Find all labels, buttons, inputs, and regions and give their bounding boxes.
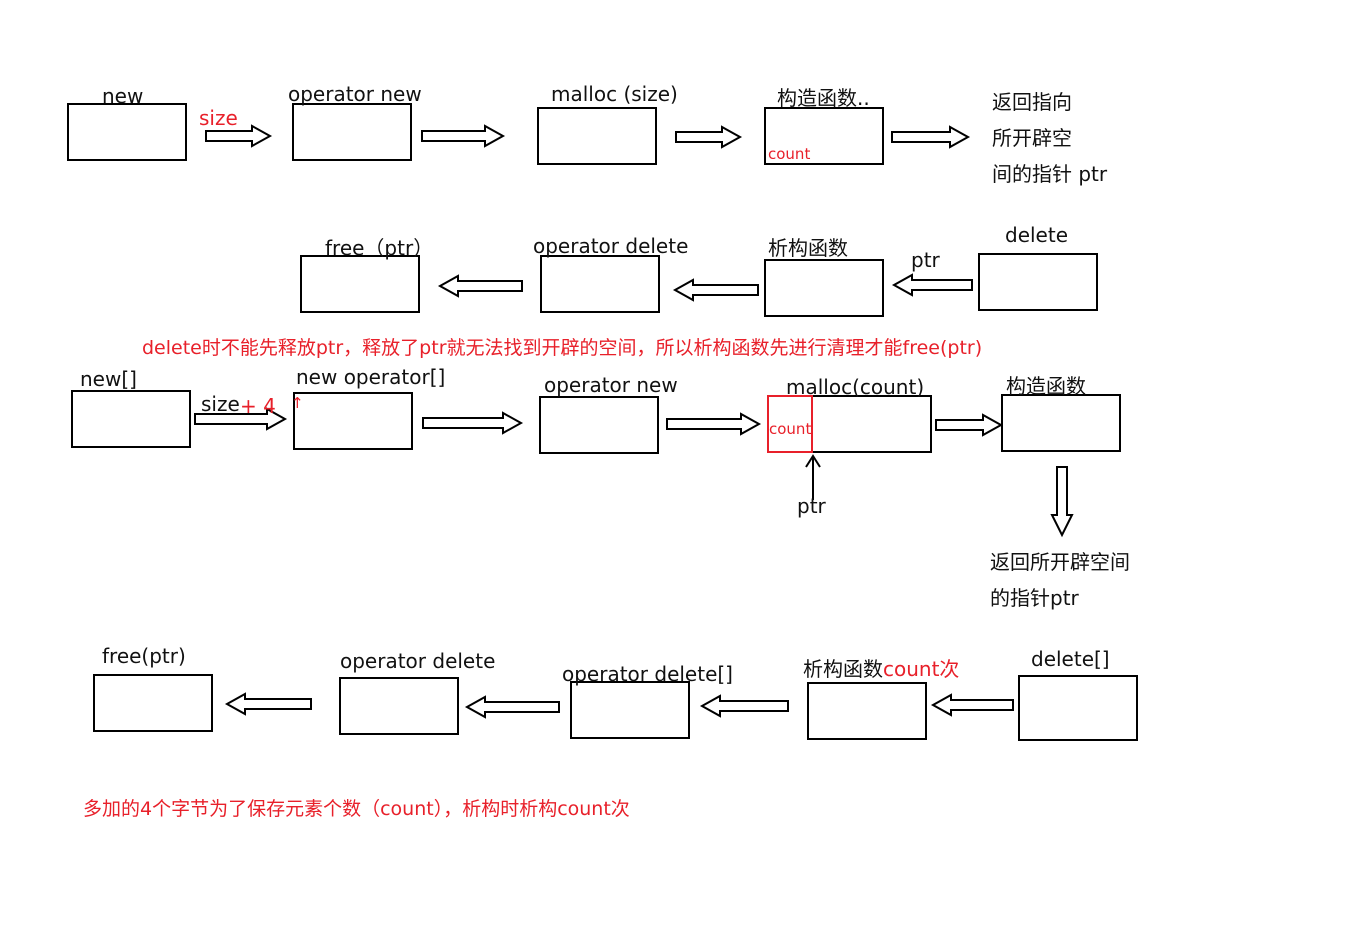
free-box	[300, 255, 420, 313]
operator-new-box-2	[539, 396, 659, 454]
arrow-left-icon	[437, 274, 523, 298]
arrow-right-icon	[675, 125, 743, 149]
new-array-label: new[]	[80, 367, 137, 391]
destructor-box	[764, 259, 884, 317]
destructor-label: 析构函数	[768, 236, 848, 260]
malloc-size-label: malloc (size)	[551, 82, 678, 106]
return-pointer-line2-2: 的指针ptr	[990, 586, 1079, 610]
arrow-left-icon	[672, 278, 759, 302]
destructor-text: 析构函数	[803, 657, 883, 681]
count-cell	[767, 395, 813, 453]
operator-new-label-2: operator new	[544, 373, 678, 397]
free-label: free（ptr）	[325, 236, 434, 260]
destructor-count-box	[807, 682, 927, 740]
free-label-2: free(ptr)	[102, 644, 186, 668]
arrow-left-icon	[891, 273, 973, 297]
count-label: count	[768, 145, 811, 163]
operator-new-box	[292, 103, 412, 161]
operator-delete-label: operator delete	[533, 234, 689, 258]
arrow-down-icon	[1050, 466, 1074, 538]
size-label-2: size	[201, 392, 240, 416]
arrow-right-icon	[422, 411, 524, 435]
operator-delete-box-2	[339, 677, 459, 735]
extra-bytes-note: 多加的4个字节为了保存元素个数（count），析构时析构count次	[83, 798, 630, 820]
plus4-label: + 4	[240, 394, 276, 418]
count-cell-label: count	[769, 420, 812, 438]
new-operator-array-box	[293, 392, 413, 450]
arrow-right-icon	[935, 413, 1004, 437]
operator-delete-array-label: operator delete[]	[562, 662, 733, 686]
new-box	[67, 103, 187, 161]
return-pointer-line3: 间的指针 ptr	[992, 162, 1108, 186]
size-label: size	[199, 106, 238, 130]
return-pointer-line1-2: 返回所开辟空间	[990, 550, 1130, 574]
delete-note: delete时不能先释放ptr，释放了ptr就无法找到开辟的空间，所以析构函数先…	[142, 337, 983, 359]
ptr-label: ptr	[911, 248, 940, 272]
arrow-left-icon	[930, 693, 1014, 717]
arrow-left-icon	[699, 694, 789, 718]
destructor-count-label: 析构函数count次	[803, 659, 959, 679]
constructor-label-2: 构造函数	[1006, 374, 1086, 398]
new-array-box	[71, 390, 191, 448]
constructor-box	[764, 107, 884, 165]
constructor-box-2	[1001, 394, 1121, 452]
free-box-2	[93, 674, 213, 732]
arrow-right-icon	[891, 125, 971, 149]
destructor-count-text: count次	[883, 657, 960, 681]
operator-delete-label-2: operator delete	[340, 649, 496, 673]
new-operator-array-label: new operator[]	[296, 365, 446, 389]
plus4-mark: ↑	[291, 394, 304, 412]
malloc-box	[537, 107, 657, 165]
ptr-pointer-arrowhead-icon	[805, 454, 821, 468]
operator-delete-array-box	[570, 681, 690, 739]
delete-array-box	[1018, 675, 1138, 741]
arrow-right-icon	[194, 407, 288, 431]
arrow-left-icon	[224, 692, 312, 716]
arrow-right-icon	[666, 412, 762, 436]
delete-box	[978, 253, 1098, 311]
return-pointer-line1: 返回指向	[992, 90, 1072, 114]
arrow-right-icon	[205, 124, 273, 148]
arrow-left-icon	[464, 695, 560, 719]
operator-new-label: operator new	[288, 82, 422, 106]
new-label: new	[102, 84, 144, 108]
delete-array-label: delete[]	[1031, 647, 1110, 671]
arrow-right-icon	[421, 124, 506, 148]
delete-label: delete	[1005, 223, 1069, 247]
constructor-label: 构造函数..	[777, 86, 870, 110]
operator-delete-box	[540, 255, 660, 313]
malloc-count-label: malloc(count)	[786, 375, 925, 399]
return-pointer-line2: 所开辟空	[992, 126, 1072, 150]
ptr-label-2: ptr	[797, 494, 826, 518]
